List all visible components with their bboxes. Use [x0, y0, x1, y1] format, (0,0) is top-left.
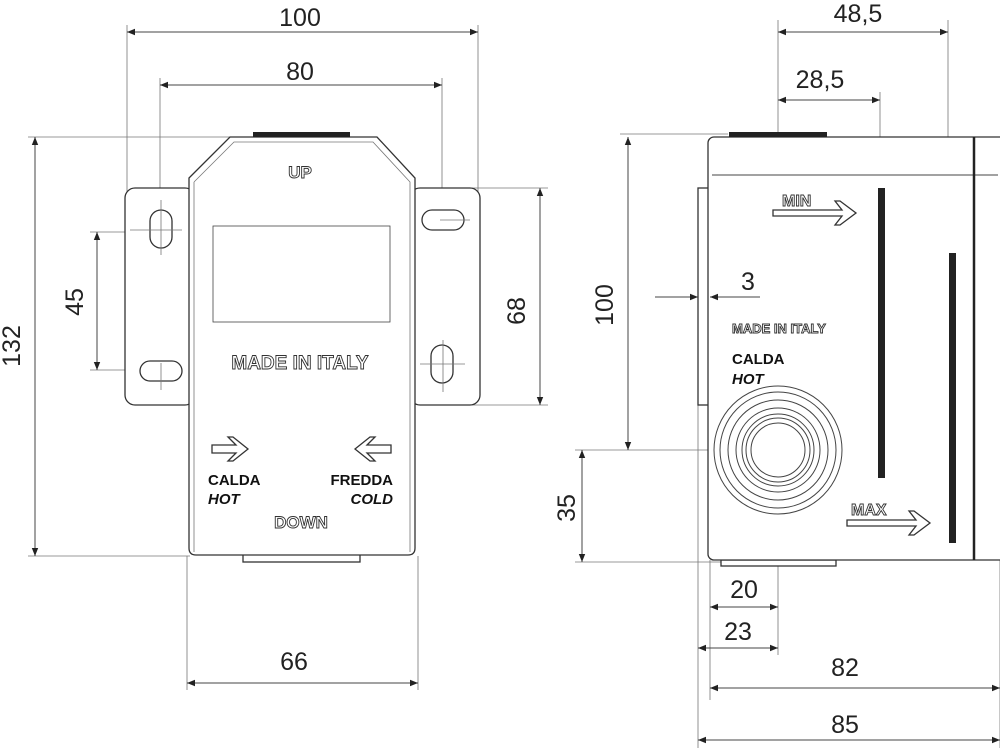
hot-label-en: HOT — [208, 491, 242, 508]
dim-top-a: 48,5 — [834, 0, 883, 28]
made-in-italy-label: MADE IN ITALY — [231, 353, 369, 374]
dim-outlet-height: 35 — [553, 494, 581, 522]
dim-hole-spacing-h: 80 — [286, 58, 314, 86]
dim-height: 132 — [0, 325, 26, 367]
min-level-bar — [878, 188, 885, 478]
arrow-right-icon — [211, 436, 250, 462]
dim-depth-a: 82 — [831, 654, 859, 682]
outlet-fitting — [713, 385, 843, 515]
dim-hole-spacing-v-left: 45 — [61, 288, 89, 316]
max-label: MAX — [851, 502, 887, 519]
top-cap — [253, 132, 350, 137]
min-label: MIN — [782, 193, 811, 210]
dim-depth-b: 85 — [831, 711, 859, 739]
hot-label-en: HOT — [732, 371, 766, 388]
max-arrow-icon — [846, 510, 932, 536]
dim-hole-spacing-v-right: 68 — [503, 297, 531, 325]
label-window — [212, 225, 391, 323]
up-label: UP — [288, 163, 312, 182]
cold-label-it: FREDDA — [331, 472, 394, 489]
box-side — [707, 136, 1000, 561]
dim-outlet-x2: 23 — [724, 618, 752, 646]
cold-label-en: COLD — [351, 491, 394, 508]
made-in-italy-label: MADE IN ITALY — [732, 321, 826, 336]
bottom-tab — [720, 559, 837, 567]
dim-offset: 3 — [741, 268, 755, 296]
front-view: UP MADE IN ITALY CALDA HOT FREDDA COLD D… — [0, 4, 548, 690]
top-cap — [729, 132, 827, 137]
dim-body-width: 66 — [280, 648, 308, 676]
dim-overall-width: 100 — [279, 4, 321, 32]
side-view: MIN MAX MADE IN ITALY CALDA HOT 48,5 28,… — [553, 0, 1000, 748]
arrow-left-icon — [353, 436, 392, 462]
max-level-bar — [949, 253, 956, 543]
min-arrow-icon — [772, 200, 858, 226]
hot-label-it: CALDA — [732, 351, 785, 368]
extension-lines — [28, 25, 548, 690]
hot-label-it: CALDA — [208, 472, 261, 489]
dim-top-b: 28,5 — [796, 66, 845, 94]
dim-outlet-x1: 20 — [730, 576, 758, 604]
dim-side-height: 100 — [591, 284, 619, 326]
down-label: DOWN — [274, 513, 328, 532]
